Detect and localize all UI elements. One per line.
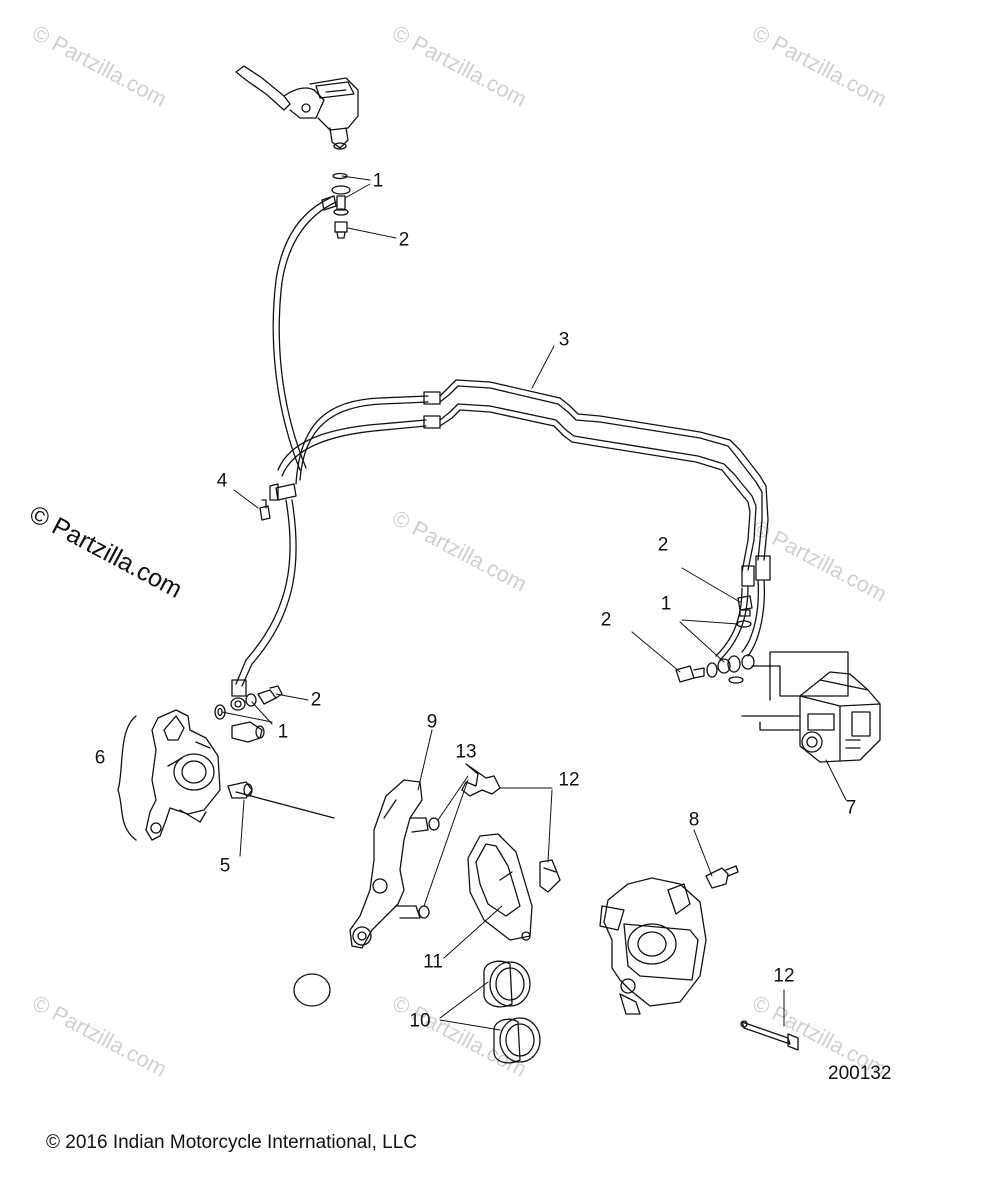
leader-lines — [221, 175, 847, 1031]
washer — [332, 172, 348, 180]
callout-1: 1 — [372, 170, 384, 192]
callout-6: 6 — [94, 747, 106, 769]
callout-2: 2 — [657, 534, 669, 556]
banjo-bolt — [737, 595, 753, 611]
callout-9: 9 — [426, 711, 438, 733]
clip-bolt — [259, 505, 271, 521]
bracket-brace — [117, 715, 137, 841]
washer — [736, 620, 752, 628]
callout-1: 1 — [660, 593, 672, 615]
brake-hose — [230, 499, 297, 711]
caliper-bolt — [227, 721, 265, 799]
banjo-bolt — [334, 221, 348, 233]
callout-7: 7 — [845, 797, 857, 819]
callout-4: 4 — [216, 470, 228, 492]
hose-clip — [275, 483, 297, 501]
callout-2: 2 — [310, 689, 322, 711]
brake-hose — [277, 391, 441, 485]
brake-hose — [272, 195, 337, 471]
caliper-pin — [740, 1020, 799, 1051]
callout-3: 3 — [558, 329, 570, 351]
figure-number: 200132 — [828, 1063, 892, 1084]
caliper-bracket — [349, 779, 440, 949]
banjo-bolt — [675, 665, 695, 683]
callout-12: 12 — [773, 965, 795, 987]
washer — [706, 662, 718, 678]
callout-2: 2 — [600, 609, 612, 631]
callout-5: 5 — [219, 855, 231, 877]
leader-line — [235, 791, 335, 819]
abs-module — [799, 671, 881, 763]
callout-10: 10 — [409, 1010, 431, 1032]
washer — [214, 704, 226, 720]
copyright-notice: © 2016 Indian Motorcycle International, … — [46, 1132, 417, 1153]
callout-11: 11 — [423, 951, 443, 973]
bleeder-valve — [705, 865, 739, 889]
front-caliper — [145, 709, 221, 841]
callout-13: 13 — [455, 741, 477, 763]
pad-spring — [461, 763, 561, 893]
banjo-bolt — [257, 689, 277, 705]
callout-8: 8 — [688, 809, 700, 831]
washer — [245, 693, 257, 707]
master-cylinder — [235, 65, 359, 150]
brake-line — [439, 379, 771, 661]
rear-caliper — [599, 877, 707, 1015]
callout-12: 12 — [558, 769, 580, 791]
callout-1: 1 — [277, 721, 289, 743]
brake-pad — [467, 833, 533, 941]
callout-2: 2 — [398, 229, 410, 251]
caliper-piston — [293, 960, 541, 1064]
